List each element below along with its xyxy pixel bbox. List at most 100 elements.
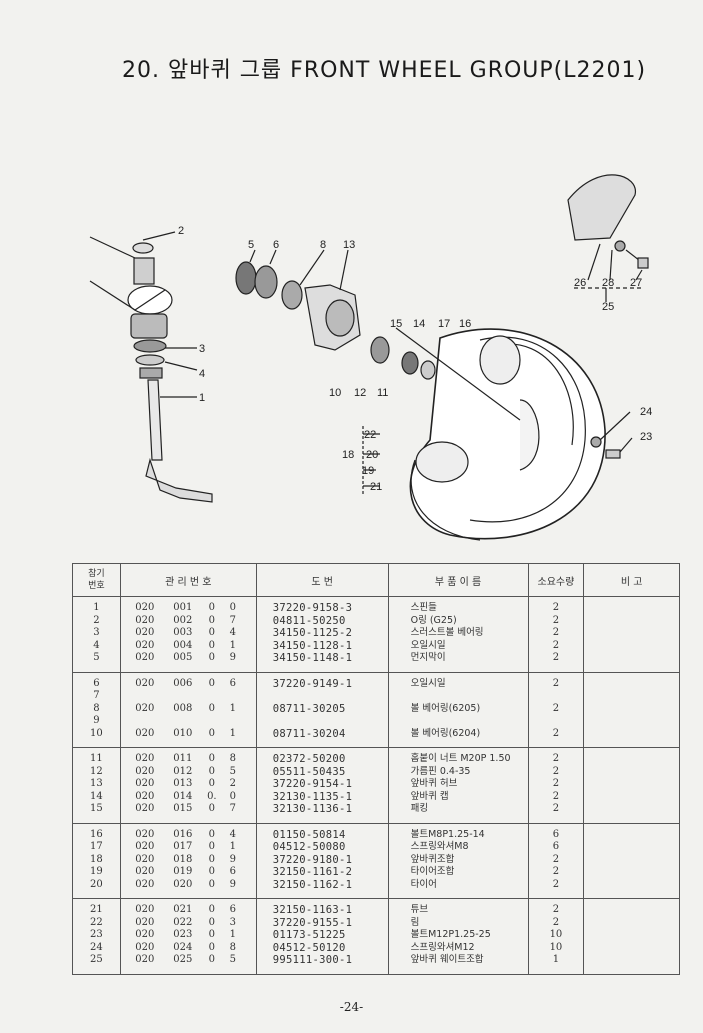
callout-11: 11 xyxy=(377,387,388,399)
drawing-number: 37220-9154-1 xyxy=(272,778,353,790)
code-part: 6 xyxy=(229,904,237,915)
code-part: 5 xyxy=(229,765,237,777)
code-part: 1 xyxy=(229,929,237,940)
item-number: 20 xyxy=(90,878,103,890)
item-number: 8 xyxy=(93,702,100,714)
code-part: 020 xyxy=(135,954,155,965)
part-name: 패킹 xyxy=(410,803,429,814)
callout-4: 4 xyxy=(199,368,205,380)
code-part: 0 xyxy=(208,878,216,890)
management-code: 020 022 0 3 xyxy=(125,917,256,930)
drawing-number: 08711-30205 xyxy=(272,702,346,715)
part-name xyxy=(389,715,528,728)
row-remarks xyxy=(583,672,680,748)
code-part: 1 xyxy=(229,841,237,852)
code-part: 3 xyxy=(229,916,237,928)
code-part: 0 xyxy=(208,727,216,739)
code-part: 020 xyxy=(173,878,193,890)
code-part: 008 xyxy=(173,702,193,714)
quantity: 2 xyxy=(552,916,560,928)
management-code xyxy=(125,715,256,728)
code-part: 0 xyxy=(208,916,216,928)
code-part: 016 xyxy=(173,828,193,840)
item-number: 13 xyxy=(90,778,103,789)
code-part: 0 xyxy=(208,904,216,915)
part-name: 가름핀 0.4-35 xyxy=(410,765,471,777)
drawing-number: 01173-51225 xyxy=(272,929,346,941)
callout-12: 12 xyxy=(354,387,366,399)
item-number: 10 xyxy=(90,727,103,739)
row-remarks xyxy=(583,747,680,824)
part-name: 스프링와셔M12 xyxy=(410,941,475,953)
code-part: 022 xyxy=(173,916,193,928)
quantity: 2 xyxy=(552,677,560,689)
callout-20: 20 xyxy=(366,449,378,461)
part-name: 앞바퀴 웨이트조합 xyxy=(410,954,484,965)
callout-1: 1 xyxy=(199,392,205,404)
item-number: 4 xyxy=(93,639,100,651)
quantity: 2 xyxy=(552,639,560,651)
item-number: 21 xyxy=(90,904,103,915)
code-part: 0 xyxy=(229,602,237,613)
code-part: 0 xyxy=(208,954,216,965)
drawing-number: 04811-50250 xyxy=(272,614,346,627)
code-part: 021 xyxy=(173,904,193,915)
code-part: 4 xyxy=(229,627,237,638)
quantity: 1 xyxy=(552,954,560,965)
code-part: 020 xyxy=(135,878,155,890)
item-number: 5 xyxy=(93,652,100,663)
part-name: 앞바퀴 허브 xyxy=(410,778,458,789)
item-number: 15 xyxy=(90,803,103,814)
code-part: 2 xyxy=(229,778,237,789)
code-part: 002 xyxy=(173,614,193,626)
item-number: 1 xyxy=(93,602,100,613)
code-part: 1 xyxy=(229,702,237,714)
code-part: 017 xyxy=(173,841,193,852)
row-remarks xyxy=(583,823,680,899)
code-part: 012 xyxy=(173,765,193,777)
drawing-number xyxy=(257,715,388,728)
code-part: 020 xyxy=(135,727,155,739)
header-name: 부 품 이 름 xyxy=(387,563,529,597)
item-number: 3 xyxy=(93,627,100,638)
item-number: 12 xyxy=(90,765,103,777)
callout-16: 16 xyxy=(459,318,471,330)
code-part: 020 xyxy=(135,916,155,928)
quantity: 2 xyxy=(552,753,560,764)
code-part: 1 xyxy=(229,639,237,651)
quantity: 2 xyxy=(552,614,560,626)
quantity: 2 xyxy=(552,778,560,789)
code-part: 0 xyxy=(208,677,216,689)
code-part: 1 xyxy=(229,727,237,739)
code-part: 020 xyxy=(135,627,155,638)
drawing-number: 37220-9158-3 xyxy=(272,602,353,614)
page-title: 20. 앞바퀴 그룹 FRONT WHEEL GROUP(L2201) xyxy=(122,58,647,83)
code-part: 019 xyxy=(173,866,193,877)
quantity: 2 xyxy=(552,878,560,890)
item-number: 22 xyxy=(90,916,103,928)
drawing-number: 34150-1128-1 xyxy=(272,639,353,652)
callout-25: 25 xyxy=(602,301,614,313)
callout-13: 13 xyxy=(343,239,355,251)
code-part: 024 xyxy=(173,941,193,953)
callout-15: 15 xyxy=(390,318,402,330)
part-name: 림 xyxy=(410,916,420,928)
code-part: 020 xyxy=(135,639,155,651)
